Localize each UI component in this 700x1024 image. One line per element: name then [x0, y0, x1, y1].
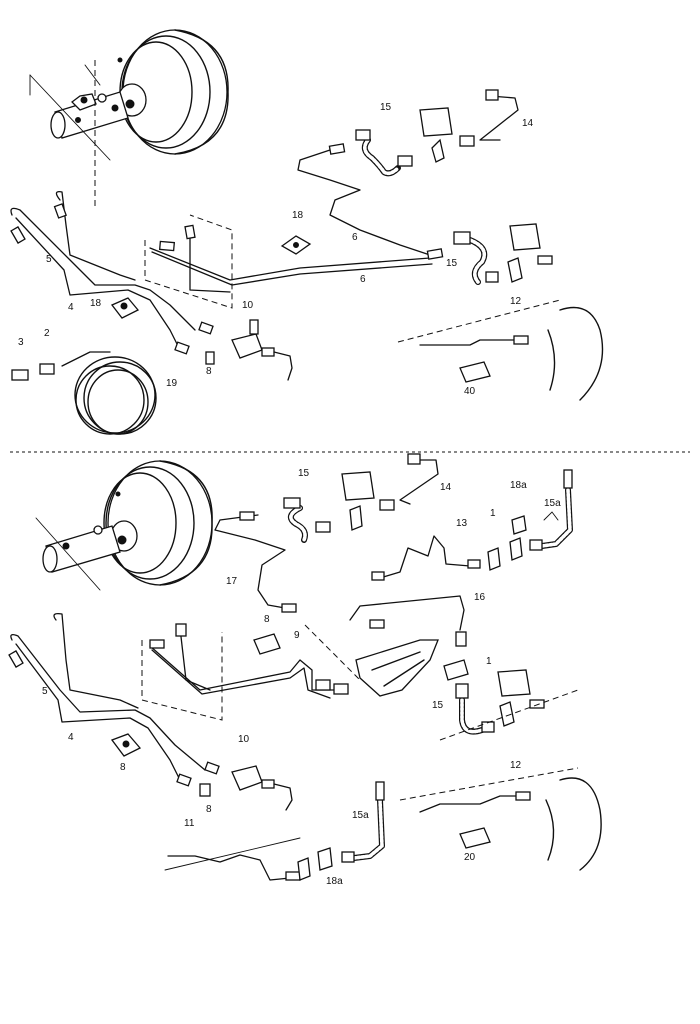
callout-top-14: 14: [522, 118, 534, 129]
callout-top-15b: 15: [446, 258, 458, 269]
callout-top-8: 8: [206, 366, 212, 377]
brake-line-6-top: [149, 143, 444, 293]
callout-bottom-13: 13: [456, 518, 468, 529]
bracket-plate-top-2: [507, 223, 553, 283]
master-cylinder-top: [29, 64, 129, 161]
brake-line-14-top: [459, 89, 519, 147]
clip-8-bottom-left: [110, 733, 142, 757]
callout-top-10: 10: [242, 300, 254, 311]
callout-bottom-15a-top: 15a: [544, 498, 561, 509]
bracket-plate-bottom: [341, 471, 375, 531]
callout-bottom-4: 4: [68, 732, 74, 743]
fittings-2-3-top: [11, 351, 111, 381]
callout-top-18a: 18: [90, 298, 102, 309]
callout-bottom-15b: 15: [432, 700, 444, 711]
clip-40-top: [459, 361, 491, 383]
clip-8-bottom-upper: [253, 633, 281, 655]
callout-bottom-15a: 15: [298, 468, 310, 479]
callout-bottom-12: 12: [510, 760, 522, 771]
hose-15a-right: [529, 469, 573, 551]
brake-line-9-17-bottom: [149, 511, 341, 699]
brake-line-13-bottom: [371, 535, 481, 581]
distributor-10-bottom: [199, 765, 293, 811]
callout-bottom-10: 10: [238, 734, 250, 745]
callout-bottom-1a: 1: [490, 508, 496, 519]
callout-top-2: 2: [44, 328, 50, 339]
hose-15-top-upper: [355, 129, 413, 177]
hose-15-bottom-lower: [455, 683, 495, 735]
callout-top-3: 3: [18, 337, 24, 348]
hose-15-top-lower: [453, 231, 499, 285]
callout-bottom-17: 17: [226, 576, 238, 587]
brake-line-14-bottom: [379, 453, 439, 511]
callout-bottom-9: 9: [294, 630, 300, 641]
bracket-plate-top: [419, 107, 453, 163]
brake-line-16-bottom: [304, 595, 467, 681]
callout-top-5: 5: [46, 254, 52, 265]
clip-18b-top: [280, 235, 312, 255]
callout-top-6b: 6: [360, 274, 366, 285]
hose-15-bottom-upper: [283, 497, 331, 543]
callout-bottom-16: 16: [474, 592, 486, 603]
callout-bottom-18a-top: 18a: [510, 480, 527, 491]
callout-bottom-20: 20: [464, 852, 476, 863]
brake-booster-top: [117, 29, 229, 155]
brake-line-12-top: [397, 299, 604, 401]
bracket-assembly-bottom: [315, 639, 439, 697]
leader-bottom-right: [439, 689, 579, 741]
top-assembly: 5 4 18 2 3 19 10 8 18 6 6 15 14 15 12 40: [10, 29, 604, 435]
callout-top-15a: 15: [380, 102, 392, 113]
callout-bottom-5: 5: [42, 686, 48, 697]
callout-top-6a: 6: [352, 232, 358, 243]
bracket-plate-bottom-2: [443, 659, 545, 727]
callout-bottom-11: 11: [184, 818, 195, 829]
leader-box-top: [144, 214, 233, 309]
callout-bottom-18a-lower: 18a: [326, 876, 343, 887]
clips-18a-right: [487, 515, 527, 571]
brake-line-11-bottom: [164, 837, 333, 881]
coil-19-top: [74, 356, 157, 435]
brake-line-12-bottom: [399, 767, 602, 871]
brake-lines-4-5-top: [10, 191, 214, 355]
distributor-10-top: [205, 319, 293, 381]
callout-bottom-8a: 8: [264, 614, 270, 625]
callout-bottom-15a-lower: 15a: [352, 810, 369, 821]
master-cylinder-bottom: [35, 517, 121, 591]
callout-bottom-8c: 8: [206, 804, 212, 815]
callout-bottom-14: 14: [440, 482, 452, 493]
hose-15a-lower: [341, 781, 385, 863]
callout-bottom-1b: 1: [486, 656, 492, 667]
leader-box-bottom: [141, 632, 223, 721]
callout-top-19: 19: [166, 378, 178, 389]
callout-top-18b: 18: [292, 210, 304, 221]
callout-top-12: 12: [510, 296, 522, 307]
bottom-assembly: 15 14 18a 15a 1 13 17 8 9 16 1 15 5 4 10…: [8, 453, 602, 887]
callout-top-4: 4: [68, 302, 74, 313]
callout-bottom-8b: 8: [120, 762, 126, 773]
clip-20-bottom: [459, 827, 491, 849]
brake-lines-4-5-bottom: [8, 612, 220, 787]
brake-booster-bottom: [103, 460, 213, 586]
clip-18-top: [110, 297, 140, 319]
callout-top-40: 40: [464, 386, 476, 397]
